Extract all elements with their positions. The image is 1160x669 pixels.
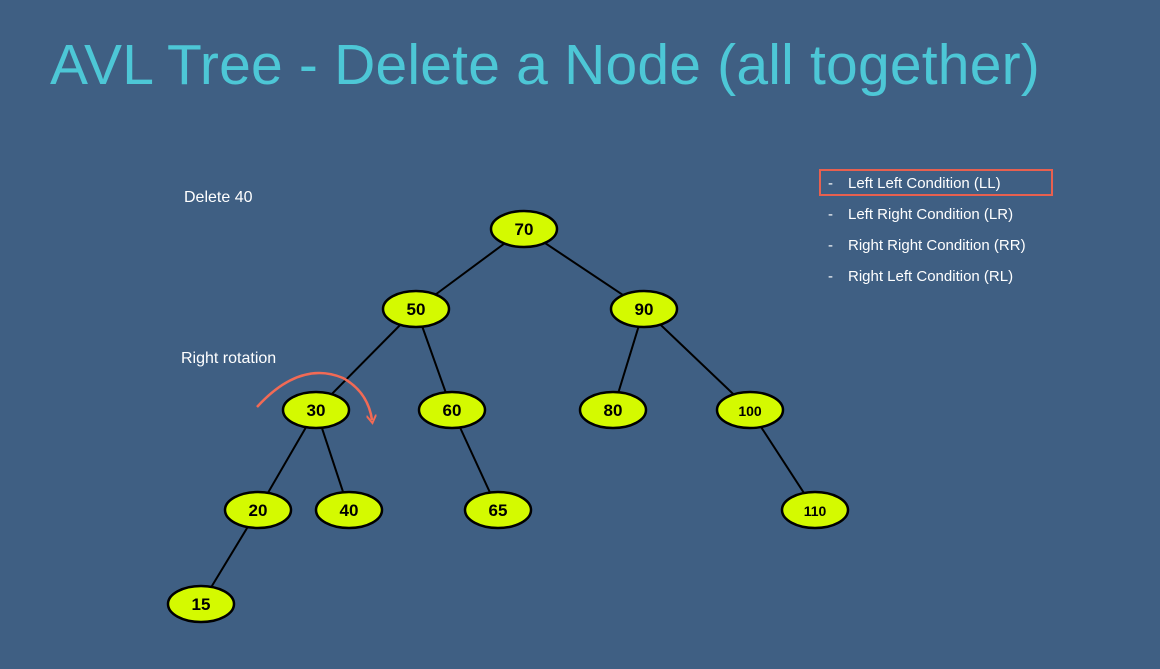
tree-node-100: 100 — [715, 390, 785, 430]
node-ellipse — [381, 289, 451, 329]
node-ellipse — [417, 390, 487, 430]
node-label-50: 50 — [407, 300, 426, 319]
node-label-40: 40 — [340, 501, 359, 520]
node-ellipse — [463, 490, 533, 530]
tree-node-60: 60 — [417, 390, 487, 430]
condition-dash: - — [828, 237, 833, 254]
node-label-110: 110 — [804, 503, 827, 519]
tree-node-90: 90 — [609, 289, 679, 329]
node-ellipse — [281, 390, 351, 430]
condition-item-lr: -Left Right Condition (LR) — [828, 203, 1026, 234]
condition-dash: - — [828, 206, 833, 223]
node-ellipse — [715, 390, 785, 430]
node-label-60: 60 — [443, 401, 462, 420]
condition-label-rr: Right Right Condition (RR) — [848, 237, 1026, 254]
tree-node-40: 40 — [314, 490, 384, 530]
tree-node-50: 50 — [381, 289, 451, 329]
node-ellipse — [489, 209, 559, 249]
node-ellipse — [223, 490, 293, 530]
node-label-100: 100 — [738, 403, 762, 419]
node-ellipse — [780, 490, 850, 530]
tree-node-15: 15 — [166, 584, 236, 624]
node-label-30: 30 — [307, 401, 326, 420]
tree-node-70: 70 — [489, 209, 559, 249]
rotation-label: Right rotation — [181, 350, 277, 367]
edge-90-100 — [643, 308, 751, 411]
rotation-arrow-icon — [256, 371, 372, 420]
condition-label-ll: Left Left Condition (LL) — [848, 175, 1001, 192]
condition-item-rl: -Right Left Condition (RL) — [828, 265, 1026, 296]
node-ellipse — [314, 490, 384, 530]
condition-label-lr: Left Right Condition (LR) — [848, 206, 1014, 223]
condition-list: -Left Left Condition (LL) -Left Right Co… — [828, 172, 1026, 296]
tree-nodes: 70 50 90 30 60 80 100 20 40 65 110 15 — [166, 209, 850, 624]
node-label-65: 65 — [489, 501, 508, 520]
node-ellipse — [609, 289, 679, 329]
tree-node-30: 30 — [281, 390, 351, 430]
tree-node-80: 80 — [578, 390, 648, 430]
slide-title: AVL Tree - Delete a Node (all together) — [50, 33, 1040, 97]
tree-node-20: 20 — [223, 490, 293, 530]
condition-item-rr: -Right Right Condition (RR) — [828, 234, 1026, 265]
node-label-90: 90 — [635, 300, 654, 319]
condition-dash: - — [828, 175, 833, 192]
condition-dash: - — [828, 268, 833, 285]
node-label-15: 15 — [192, 595, 211, 614]
condition-label-rl: Right Left Condition (RL) — [848, 268, 1014, 285]
node-label-20: 20 — [249, 501, 268, 520]
node-label-80: 80 — [604, 401, 623, 420]
node-label-70: 70 — [515, 220, 534, 239]
condition-item-ll: -Left Left Condition (LL) — [828, 172, 1026, 203]
tree-node-65: 65 — [463, 490, 533, 530]
tree-node-110: 110 — [780, 490, 850, 530]
node-ellipse — [578, 390, 648, 430]
delete-label: Delete 40 — [184, 189, 253, 206]
node-ellipse — [166, 584, 236, 624]
